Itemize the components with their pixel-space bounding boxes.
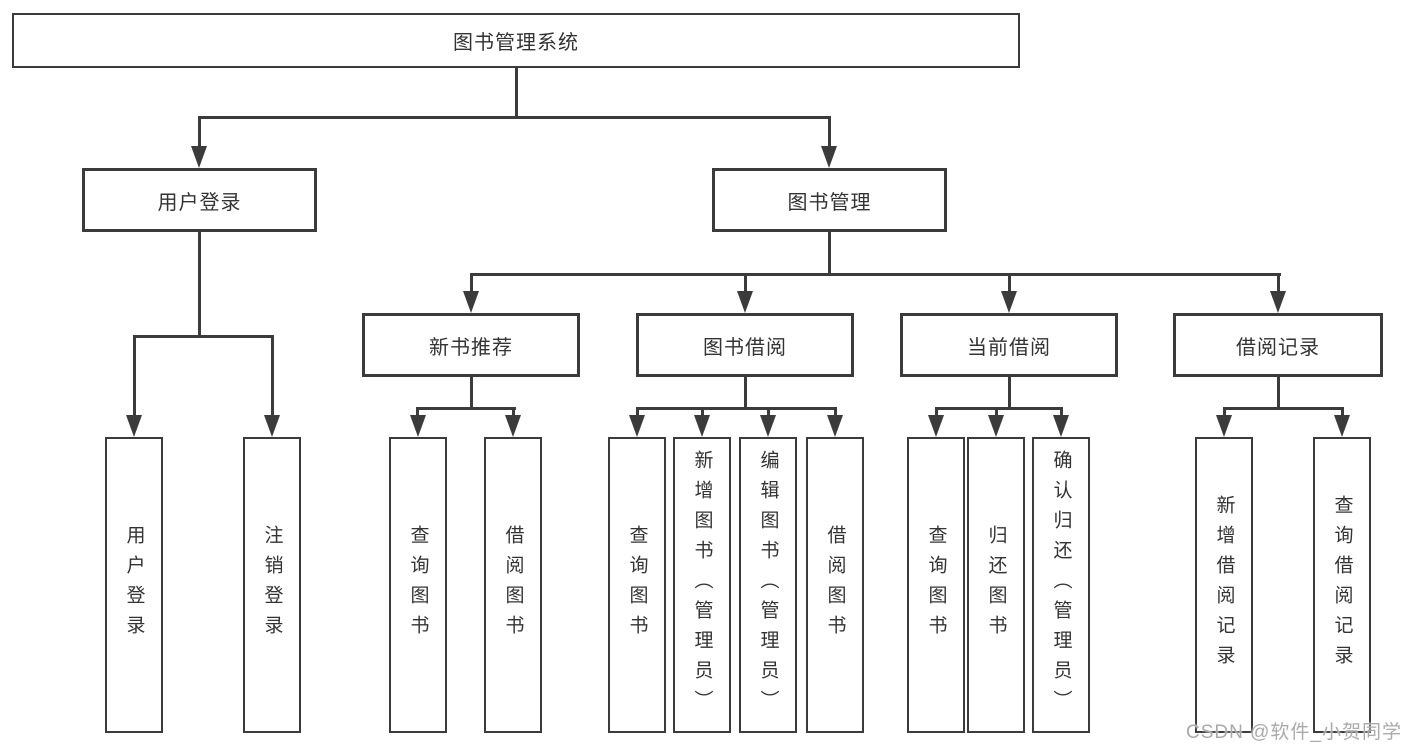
arrowhead-down-icon bbox=[988, 415, 1004, 437]
node-new-book-recommend-label: 新书推荐 bbox=[429, 336, 513, 359]
watermark-text: CSDN @软件_小贺同学 bbox=[1186, 722, 1402, 743]
arrowhead-down-icon bbox=[463, 291, 479, 313]
connector-records-drop-2 bbox=[1341, 407, 1344, 417]
connector-borrow-drop-3 bbox=[767, 407, 770, 417]
arrowhead-down-icon bbox=[410, 415, 426, 437]
arrowhead-down-icon bbox=[760, 415, 776, 437]
connector-current-stem bbox=[1008, 377, 1011, 410]
node-root: 图书管理系统 bbox=[12, 13, 1020, 68]
arrowhead-down-icon bbox=[1270, 291, 1286, 313]
leaf-add-borrow-record-label: 新增借阅记录 bbox=[1213, 495, 1235, 675]
connector-root-drop-right bbox=[828, 116, 831, 146]
connector-current-drop-2 bbox=[995, 407, 998, 417]
leaf-edit-book-admin-label: 编辑图书（管理员） bbox=[757, 450, 779, 720]
leaf-borrow-book-2: 借阅图书 bbox=[806, 437, 864, 733]
connector-current-drop-3 bbox=[1060, 407, 1063, 417]
connector-bookmgmt-stem bbox=[828, 232, 831, 276]
connector-current-drop-1 bbox=[935, 407, 938, 417]
connector-records-stem bbox=[1277, 377, 1280, 410]
leaf-logout-label: 注销登录 bbox=[261, 525, 283, 645]
connector-borrow-drop-1 bbox=[636, 407, 639, 417]
leaf-query-book-3-label: 查询图书 bbox=[925, 525, 947, 645]
leaf-query-book-2-label: 查询图书 bbox=[626, 525, 648, 645]
arrowhead-down-icon bbox=[737, 291, 753, 313]
node-new-book-recommend: 新书推荐 bbox=[362, 313, 580, 377]
leaf-query-book-2: 查询图书 bbox=[608, 437, 666, 733]
leaf-confirm-return-admin-label: 确认归还（管理员） bbox=[1050, 450, 1072, 720]
connector-userlogin-stem bbox=[198, 232, 201, 338]
arrowhead-down-icon bbox=[264, 415, 280, 437]
connector-root-stem bbox=[515, 68, 518, 118]
leaf-query-book-1: 查询图书 bbox=[389, 437, 447, 733]
node-borrow-records-label: 借阅记录 bbox=[1236, 336, 1320, 359]
connector-userlogin-bar bbox=[133, 335, 274, 338]
connector-newbook-bar bbox=[416, 407, 516, 410]
node-current-borrow: 当前借阅 bbox=[900, 313, 1118, 377]
connector-bookmgmt-drop-2 bbox=[744, 273, 747, 293]
connector-borrow-bar bbox=[636, 407, 837, 410]
connector-records-drop-1 bbox=[1223, 407, 1226, 417]
connector-borrow-drop-2 bbox=[701, 407, 704, 417]
leaf-add-borrow-record: 新增借阅记录 bbox=[1195, 437, 1253, 733]
arrowhead-down-icon bbox=[928, 415, 944, 437]
connector-root-bar bbox=[198, 116, 831, 119]
node-user-login-label: 用户登录 bbox=[157, 191, 242, 214]
leaf-query-book-3: 查询图书 bbox=[907, 437, 965, 733]
leaf-query-borrow-record: 查询借阅记录 bbox=[1313, 437, 1371, 733]
arrowhead-down-icon bbox=[821, 146, 837, 168]
leaf-confirm-return-admin: 确认归还（管理员） bbox=[1032, 437, 1090, 733]
leaf-add-book-admin: 新增图书（管理员） bbox=[673, 437, 731, 733]
arrowhead-down-icon bbox=[827, 415, 843, 437]
node-book-borrow-label: 图书借阅 bbox=[703, 336, 787, 359]
leaf-edit-book-admin: 编辑图书（管理员） bbox=[739, 437, 797, 733]
connector-bookmgmt-bar bbox=[470, 273, 1281, 276]
node-user-login: 用户登录 bbox=[82, 168, 317, 232]
node-book-borrow: 图书借阅 bbox=[636, 313, 854, 377]
connector-bookmgmt-drop-3 bbox=[1008, 273, 1011, 293]
leaf-query-borrow-record-label: 查询借阅记录 bbox=[1331, 495, 1353, 675]
connector-newbook-stem bbox=[470, 377, 473, 410]
leaf-borrow-book-1: 借阅图书 bbox=[484, 437, 542, 733]
connector-bookmgmt-drop-4 bbox=[1277, 273, 1280, 293]
arrowhead-down-icon bbox=[191, 146, 207, 168]
leaf-user-login: 用户登录 bbox=[105, 437, 163, 733]
leaf-user-login-label: 用户登录 bbox=[123, 525, 145, 645]
arrowhead-down-icon bbox=[1216, 415, 1232, 437]
node-book-management: 图书管理 bbox=[712, 168, 947, 232]
leaf-query-book-1-label: 查询图书 bbox=[407, 525, 429, 645]
leaf-add-book-admin-label: 新增图书（管理员） bbox=[691, 450, 713, 720]
connector-userlogin-drop-2 bbox=[271, 335, 274, 417]
leaf-borrow-book-2-label: 借阅图书 bbox=[824, 525, 846, 645]
arrowhead-down-icon bbox=[629, 415, 645, 437]
connector-root-drop-left bbox=[198, 116, 201, 146]
node-current-borrow-label: 当前借阅 bbox=[967, 336, 1051, 359]
arrowhead-down-icon bbox=[126, 415, 142, 437]
arrowhead-down-icon bbox=[1053, 415, 1069, 437]
node-borrow-records: 借阅记录 bbox=[1173, 313, 1383, 377]
connector-current-bar bbox=[935, 407, 1063, 410]
connector-userlogin-drop-1 bbox=[133, 335, 136, 417]
connector-records-bar bbox=[1223, 407, 1344, 410]
arrowhead-down-icon bbox=[505, 415, 521, 437]
connector-newbook-drop-1 bbox=[416, 407, 419, 417]
leaf-return-book: 归还图书 bbox=[967, 437, 1025, 733]
node-book-management-label: 图书管理 bbox=[787, 191, 872, 214]
connector-newbook-drop-2 bbox=[512, 407, 515, 417]
leaf-logout: 注销登录 bbox=[243, 437, 301, 733]
leaf-return-book-label: 归还图书 bbox=[985, 525, 1007, 645]
connector-bookmgmt-drop-1 bbox=[470, 273, 473, 293]
leaf-borrow-book-1-label: 借阅图书 bbox=[502, 525, 524, 645]
node-root-label: 图书管理系统 bbox=[453, 32, 579, 54]
arrowhead-down-icon bbox=[694, 415, 710, 437]
connector-borrow-drop-4 bbox=[834, 407, 837, 417]
connector-borrow-stem bbox=[744, 377, 747, 410]
arrowhead-down-icon bbox=[1334, 415, 1350, 437]
arrowhead-down-icon bbox=[1001, 291, 1017, 313]
